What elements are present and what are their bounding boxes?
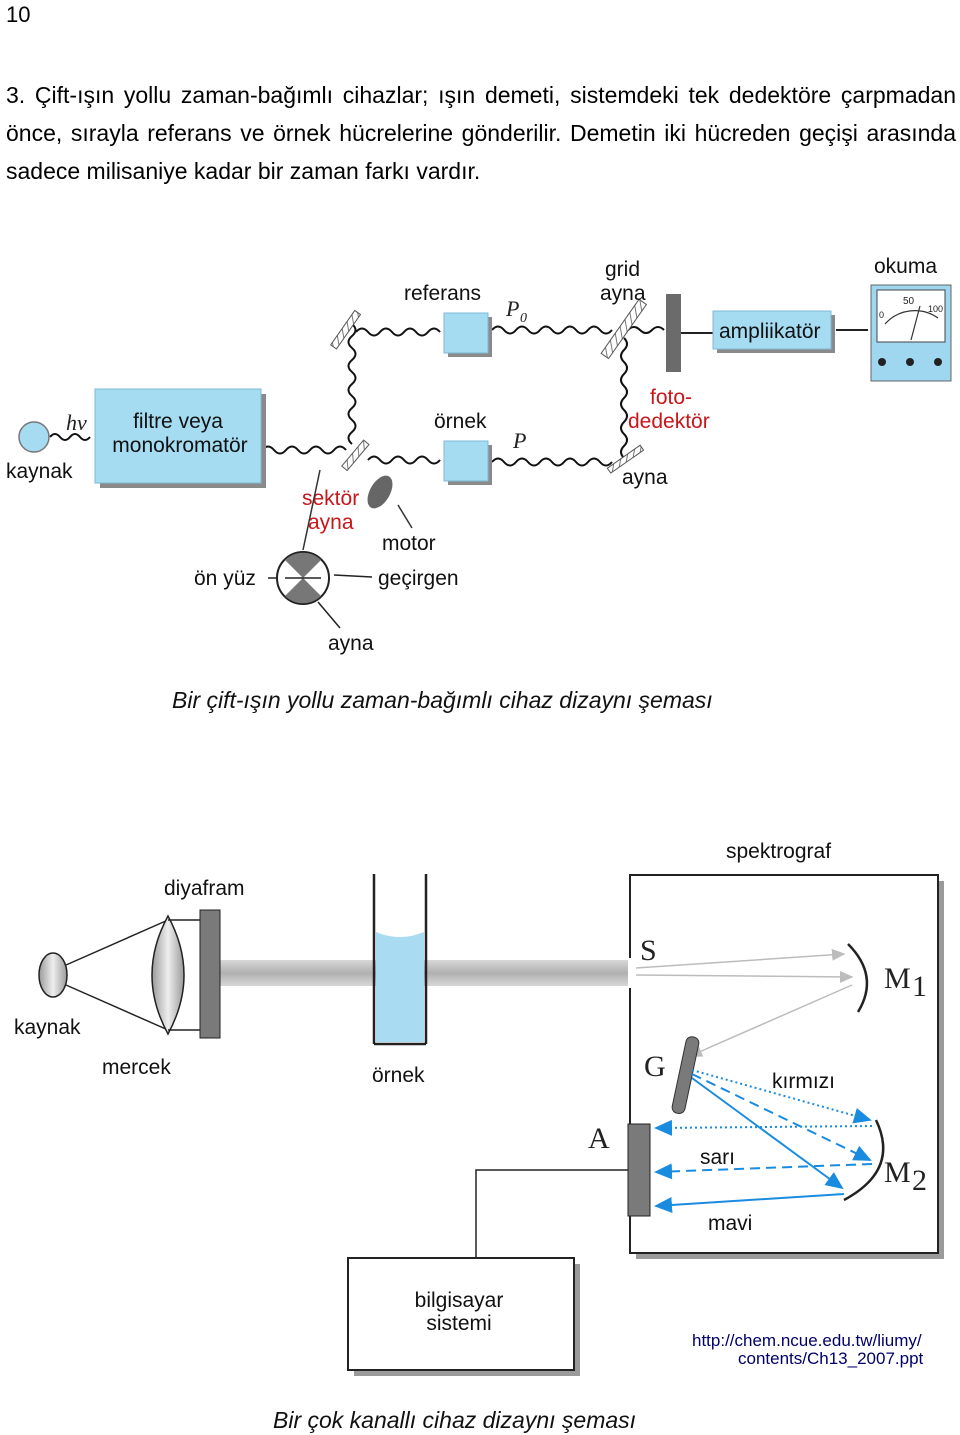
path-ref-to-grid: [491, 325, 613, 335]
referans-label: referans: [404, 282, 481, 305]
diyafram-label: diyafram: [164, 877, 245, 900]
source-lamp: [38, 952, 68, 998]
mavi-label: mavi: [708, 1212, 752, 1235]
meter-0: 0: [879, 310, 884, 320]
okuma-label: okuma: [874, 255, 937, 278]
signal-wire: [475, 1169, 628, 1260]
p-label: P: [512, 428, 526, 453]
page-number: 10: [6, 2, 31, 27]
double-beam-diagram: hν kaynak filtre veya monokromatör sektö…: [6, 255, 952, 713]
source-bulb: [18, 421, 50, 453]
mirror-m1: [847, 943, 869, 1013]
sektor-label: sektör: [302, 487, 359, 510]
ayna-right-label: ayna: [622, 466, 668, 489]
sector-disc: [276, 551, 330, 605]
grid-mirror: [600, 298, 648, 360]
sector-mirror: [341, 439, 370, 472]
kaynak-label: kaynak: [6, 460, 73, 483]
diaphragm: [199, 909, 221, 1039]
light-paths: [49, 323, 665, 467]
s-slit-label: S: [640, 934, 657, 967]
bilgisayar-label-1: bilgisayar: [415, 1289, 504, 1312]
foto-label-1: foto-: [650, 386, 692, 409]
ornek-label: örnek: [434, 410, 487, 433]
path-source-to-filter: [49, 433, 91, 441]
motor-body: [367, 475, 393, 509]
ornek-label-2: örnek: [372, 1064, 425, 1087]
on-yuz-label: ön yüz: [194, 567, 256, 590]
computer-box: [347, 1257, 575, 1371]
source-url-1: http://chem.ncue.edu.tw/liumy/: [692, 1331, 922, 1350]
grid-label: grid: [605, 258, 640, 281]
path-grid-to-detector: [627, 326, 665, 334]
gecirgen-label: geçirgen: [378, 567, 459, 590]
meter-50: 50: [903, 296, 915, 307]
multichannel-diagram: spektrograf diyafram kaynak mercek örnek…: [14, 840, 944, 1433]
detector-array-a: [627, 1123, 651, 1217]
bilgisayar-label-2: sistemi: [426, 1312, 491, 1335]
kaynak-label-2: kaynak: [14, 1016, 81, 1039]
p0-subscript: 0: [520, 311, 527, 326]
path-sector-to-sample: [367, 455, 441, 465]
grid-ayna-label: ayna: [600, 282, 646, 305]
path-ref-mirror-to-ref: [355, 327, 441, 337]
sample-cuvette: [372, 874, 428, 1046]
hv-label: hν: [66, 410, 87, 435]
lower-right-mirror: [606, 444, 645, 474]
motor-label: motor: [382, 532, 436, 555]
path-sector-to-ref-mirror: [347, 323, 357, 445]
mercek-label: mercek: [102, 1056, 171, 1079]
readout-meter: 50 0 100: [870, 284, 952, 382]
spektrograf-label: spektrograf: [726, 840, 831, 863]
filtre-label-2: monokromatör: [112, 434, 247, 457]
p0-label: P: [505, 296, 519, 321]
caption-diagram-1: Bir çift-ışın yollu zaman-bağımlı cihaz …: [172, 687, 713, 713]
m2-label: M: [884, 1156, 911, 1189]
path-filter-to-sector: [261, 445, 347, 455]
caption-diagram-2: Bir çok kanallı cihaz dizaynı şeması: [273, 1407, 636, 1433]
mirror-m2: [843, 1119, 885, 1202]
a-detector-label: A: [588, 1122, 610, 1155]
source-url-2: contents/Ch13_2007.ppt: [738, 1349, 924, 1368]
grating-g: [671, 1036, 700, 1114]
sektor-ayna-label: ayna: [308, 511, 354, 534]
reference-cell: [443, 312, 489, 354]
path-sample-to-mirror: [491, 457, 613, 467]
path-mirror-up: [620, 337, 628, 459]
m2-sub: 2: [912, 1164, 927, 1197]
filter-box: [94, 388, 262, 484]
intro-paragraph: 3. Çift-ışın yollu zaman-bağımlı cihazla…: [6, 82, 956, 184]
m1-label: M: [884, 962, 911, 995]
reference-mirror: [329, 309, 362, 350]
photodetector: [666, 294, 681, 372]
sari-label: sarı: [700, 1146, 735, 1169]
lens-mercek: [151, 914, 185, 1036]
ayna-bottom-label: ayna: [328, 632, 374, 655]
kirmizi-label: kırmızı: [772, 1070, 835, 1093]
foto-label-2: dedektör: [628, 410, 710, 433]
amplifier-box: [712, 310, 832, 350]
spectrograph-box: [629, 874, 939, 1254]
sample-cell: [443, 440, 489, 482]
meter-100: 100: [928, 304, 943, 314]
filtre-label-1: filtre veya: [133, 410, 223, 433]
m1-sub: 1: [912, 970, 927, 1003]
ampliikator-label: ampliikatör: [719, 320, 821, 343]
g-grating-label: G: [644, 1050, 666, 1083]
